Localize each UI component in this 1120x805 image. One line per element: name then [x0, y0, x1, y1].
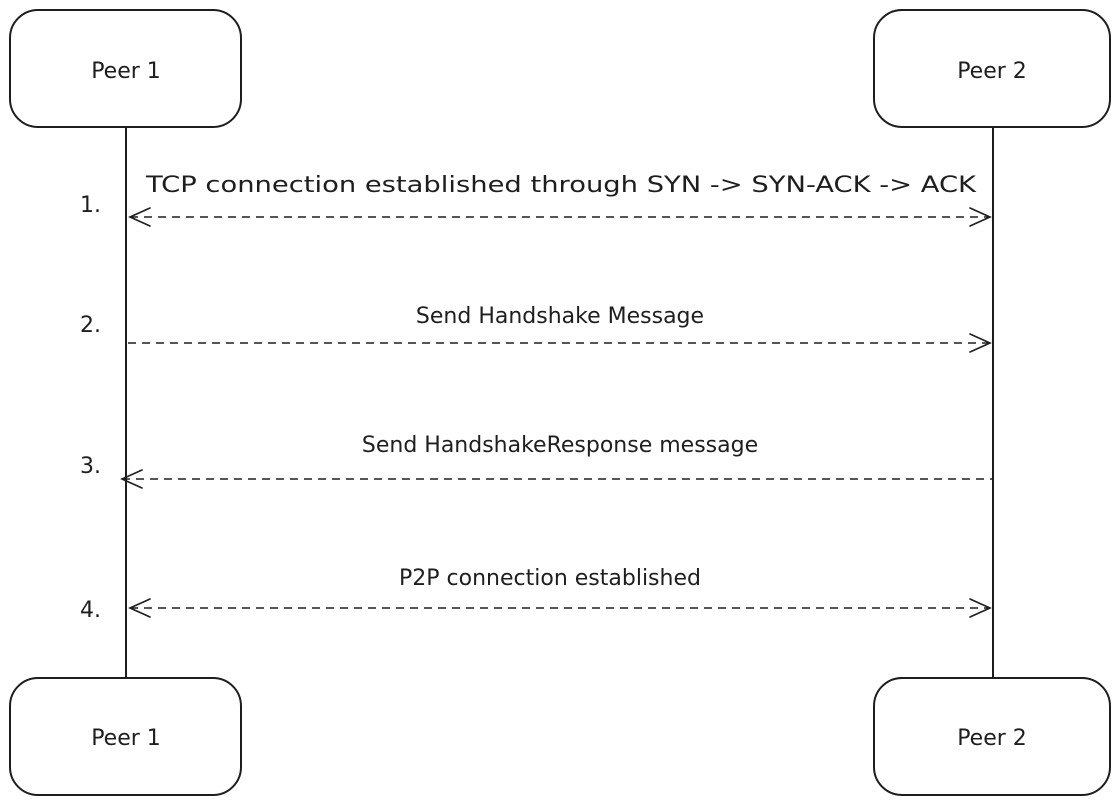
- message-4-arrowhead-right: [969, 598, 992, 618]
- message-3: 3. Send HandshakeResponse message: [80, 433, 992, 489]
- participant-peer2-bottom: Peer 2: [873, 677, 1111, 796]
- message-2-label: Send Handshake Message: [416, 304, 704, 329]
- message-2-arrowhead-right: [969, 333, 992, 353]
- participant-peer1-top-label: Peer 1: [91, 59, 161, 84]
- message-4-step: 4.: [80, 598, 101, 623]
- message-1: 1. TCP connection established through SY…: [80, 173, 992, 227]
- message-1-step: 1.: [80, 193, 101, 218]
- message-1-arrowhead-right: [969, 207, 992, 227]
- message-4: 4. P2P connection established: [80, 566, 992, 623]
- message-1-arrowhead-left: [128, 207, 151, 227]
- participant-peer2-top: Peer 2: [873, 9, 1111, 128]
- participant-peer1-bottom-label: Peer 1: [91, 726, 161, 751]
- message-2-step: 2.: [80, 313, 101, 338]
- message-4-arrowhead-left: [128, 598, 151, 618]
- participant-peer1-top: Peer 1: [9, 9, 242, 128]
- participant-peer1-bottom: Peer 1: [9, 677, 242, 796]
- message-1-label: TCP connection established through SYN -…: [145, 173, 977, 198]
- message-2: 2. Send Handshake Message: [80, 304, 992, 353]
- message-3-label: Send HandshakeResponse message: [362, 433, 758, 458]
- message-3-step: 3.: [80, 454, 101, 479]
- participant-peer2-top-label: Peer 2: [957, 59, 1027, 84]
- message-4-label: P2P connection established: [399, 566, 701, 591]
- message-3-arrowhead-left: [120, 469, 143, 489]
- participant-peer2-bottom-label: Peer 2: [957, 726, 1027, 751]
